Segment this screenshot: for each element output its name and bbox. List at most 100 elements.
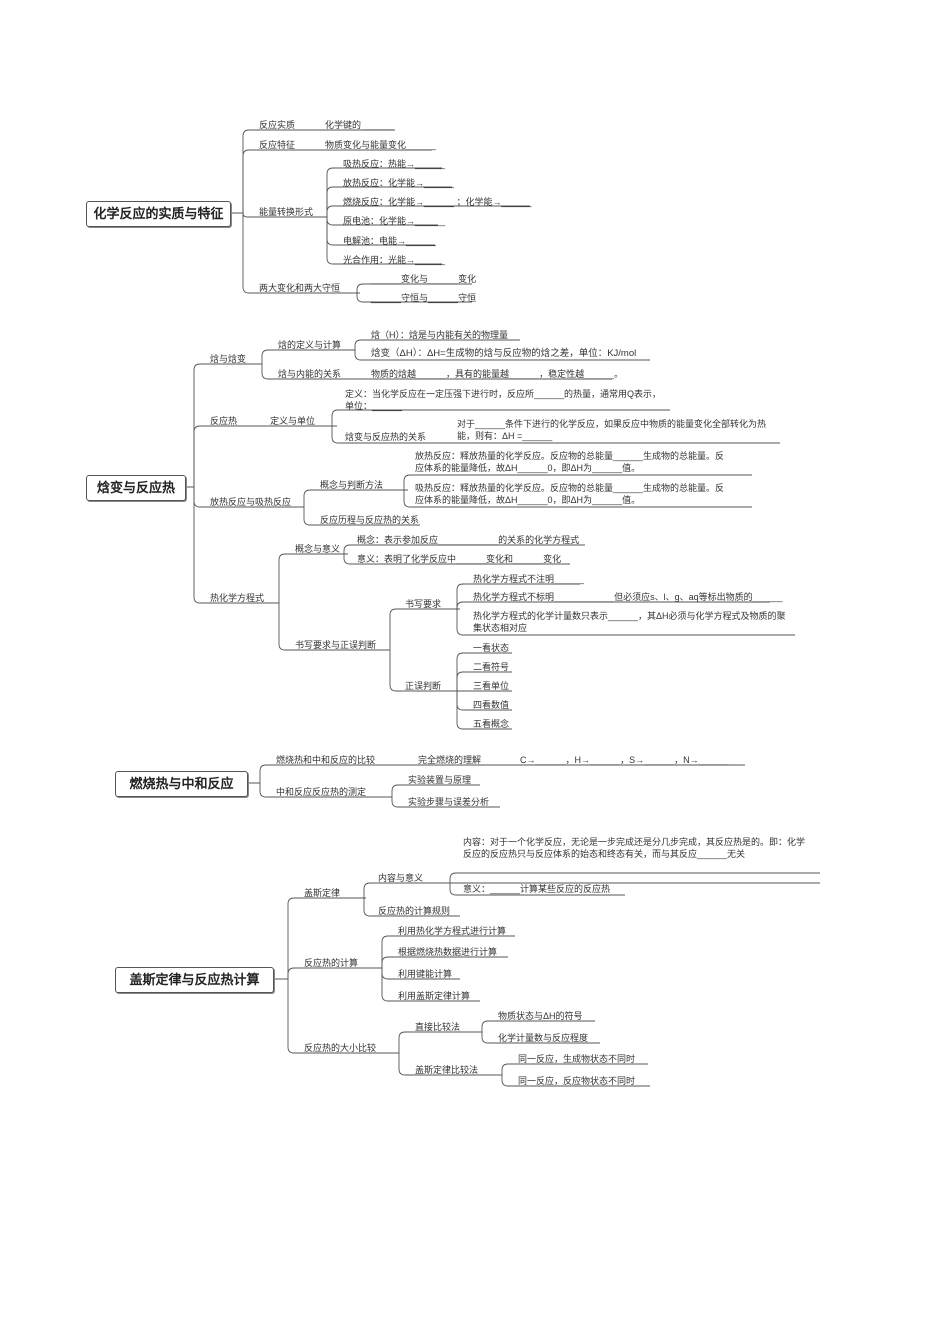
connector-line (392, 1031, 475, 1054)
leaf-check-state: 一看状态 (473, 643, 510, 653)
branch-reaction-essence: 反应实质 (259, 120, 296, 130)
connector-line (350, 349, 650, 361)
connector-line (246, 782, 378, 798)
connector-line (456, 583, 580, 610)
connector-line (356, 292, 472, 303)
leaf-check-unit: 三看单位 (473, 681, 510, 691)
sub-complete-combustion: 完全燃烧的理解 (418, 755, 482, 765)
connector-line (246, 764, 390, 784)
branch-energy-conversion: 能量转换形式 (259, 207, 314, 217)
branch-two-changes-conservations: 两大变化和两大守恒 (259, 283, 341, 293)
connector-line (320, 186, 452, 218)
root-chemical-reaction-essence: 化学反应的实质与特征 (86, 201, 231, 227)
leaf-endothermic: 吸热反应：热能→______ (343, 159, 446, 169)
connector-line (378, 796, 500, 808)
connector-line (229, 212, 360, 294)
root-hess-law: 盖斯定律与反应热计算 (115, 967, 274, 993)
connector-line (449, 882, 625, 896)
branch-reaction-feature: 反应特征 (259, 140, 296, 150)
connector-line (392, 1052, 490, 1076)
leaf-rule-states: 热化学方程式不标明____________但必须应s、l、g、aq等标出物质的_… (473, 592, 783, 602)
connector-line (184, 363, 262, 488)
leaf-two-changes: ______变化与______变化 (371, 274, 477, 284)
root-enthalpy-reaction-heat: 焓变与反应热 (86, 475, 186, 501)
branch-exo-endo-reactions: 放热反应与吸热反应 (210, 497, 292, 507)
leaf-check-sign: 二看符号 (473, 662, 510, 672)
connector-line (261, 349, 350, 364)
sub-enthalpy-internal-energy: 焓与内能的关系 (278, 369, 342, 379)
sub-direct-comparison: 直接比较法 (415, 1022, 461, 1032)
connector-line (456, 652, 512, 692)
connector-line (456, 690, 512, 730)
connector-line (343, 544, 585, 555)
connector-line (456, 608, 795, 636)
sub-hess-comparison: 盖斯定律比较法 (415, 1065, 479, 1075)
sub-concept-meaning: 概念与意义 (295, 544, 341, 554)
sub-enthalpy-definition: 焓的定义与计算 (278, 340, 342, 350)
connector-line (449, 872, 820, 884)
connector-line (456, 671, 512, 692)
leaf-enthalpy-stability: 物质的焓越______，具有的能量越______，稳定性越______。 (371, 369, 624, 379)
connector-line (298, 506, 420, 526)
connector-line (272, 978, 392, 1054)
connector-line (389, 608, 460, 650)
connector-line (229, 149, 318, 214)
branch-heat-comparison-size: 反应热的大小比较 (304, 1043, 377, 1053)
connector-line (184, 425, 266, 488)
leaf-combustion: 燃烧反应：化学能→______ ；化学能→______ (343, 197, 532, 207)
leaf-rule-conditions: 热化学方程式不注明______ (473, 574, 585, 584)
connector-line (272, 967, 372, 980)
leaf-calc-hess: 利用盖斯定律计算 (398, 991, 471, 1001)
connector-line (268, 602, 390, 651)
leaf-state-sign: 物质状态与ΔH的符号 (498, 1011, 583, 1021)
connector-line (490, 1074, 650, 1087)
connector-line (320, 216, 442, 265)
connector-line (331, 425, 455, 444)
connector-line (268, 553, 348, 604)
leaf-electrolytic-cell: 电解池：电能→______ (343, 236, 437, 246)
sub-content-meaning: 内容与意义 (378, 873, 424, 883)
leaf-chemical-bond: 化学键的 ______ (325, 120, 394, 130)
root-combustion-neutralization: 燃烧热与中和反应 (115, 771, 248, 797)
leaf-galvanic-cell: 原电池：化学能→______ (343, 216, 446, 226)
sub-reaction-path: 反应历程与反应热的关系 (320, 515, 420, 525)
leaf-calc-combustion-data: 根据燃烧热数据进行计算 (398, 947, 498, 957)
leaf-reactant-state: 同一反应，反应物状态不同时 (518, 1076, 636, 1086)
connector-line (475, 1020, 595, 1033)
connector-line (343, 553, 570, 565)
connector-line (372, 956, 508, 969)
leaf-combustion-products: C→______，H→______，S→______，N→______ (520, 755, 729, 765)
sub-enthalpy-heat-relation: 焓变与反应热的关系 (345, 432, 427, 442)
leaf-calc-thermo-equation: 利用热化学方程式进行计算 (398, 926, 507, 936)
leaf-product-state: 同一反应，生成物状态不同时 (518, 1054, 636, 1064)
leaf-coefficient-degree: 化学计量数与反应程度 (498, 1033, 589, 1043)
connector-line (356, 283, 472, 294)
branch-hess-law: 盖斯定律 (304, 888, 341, 898)
connector-line (475, 1031, 600, 1044)
sub-definition-unit: 定义与单位 (270, 416, 316, 426)
connector-line (320, 205, 530, 218)
connector-line (184, 486, 268, 604)
leaf-apparatus-principle: 实验装置与原理 (408, 775, 472, 785)
connector-line (372, 967, 480, 1002)
leaf-two-conservations: ______守恒与______守恒 (371, 293, 477, 303)
leaf-exothermic-definition: 放热反应：释放热量的化学反应。反应物的总能量______生成物的总能量。反应体系… (415, 451, 725, 473)
leaf-enthalpy-change: 焓变（ΔH）：ΔH=生成物的焓与反应物的焓之差，单位：KJ/mol (371, 348, 637, 359)
leaf-steps-error: 实验步骤与误差分析 (408, 797, 490, 807)
branch-neutralization-measurement: 中和反应反应热的测定 (276, 787, 367, 797)
branch-enthalpy: 焓与焓变 (210, 354, 247, 364)
connector-line (320, 167, 442, 218)
connector-line (363, 882, 820, 899)
leaf-exothermic: 放热反应：化学能→______ (343, 178, 455, 188)
leaf-constant-pressure: 对于______条件下进行的化学反应，如果反应中物质的能量变化全部转化为热能，则… (457, 419, 767, 441)
leaf-check-value: 四看数值 (473, 700, 510, 710)
leaf-matter-energy-change: 物质变化与能量变化______ (325, 140, 437, 150)
connector-line (229, 129, 315, 214)
connector-line (363, 897, 460, 917)
connector-line (350, 339, 520, 351)
sub-concept-judgement: 概念与判断方法 (320, 480, 384, 490)
connector-line (389, 650, 460, 692)
branch-thermochemical-equation: 热化学方程式 (210, 593, 265, 603)
connector-line (378, 784, 480, 798)
